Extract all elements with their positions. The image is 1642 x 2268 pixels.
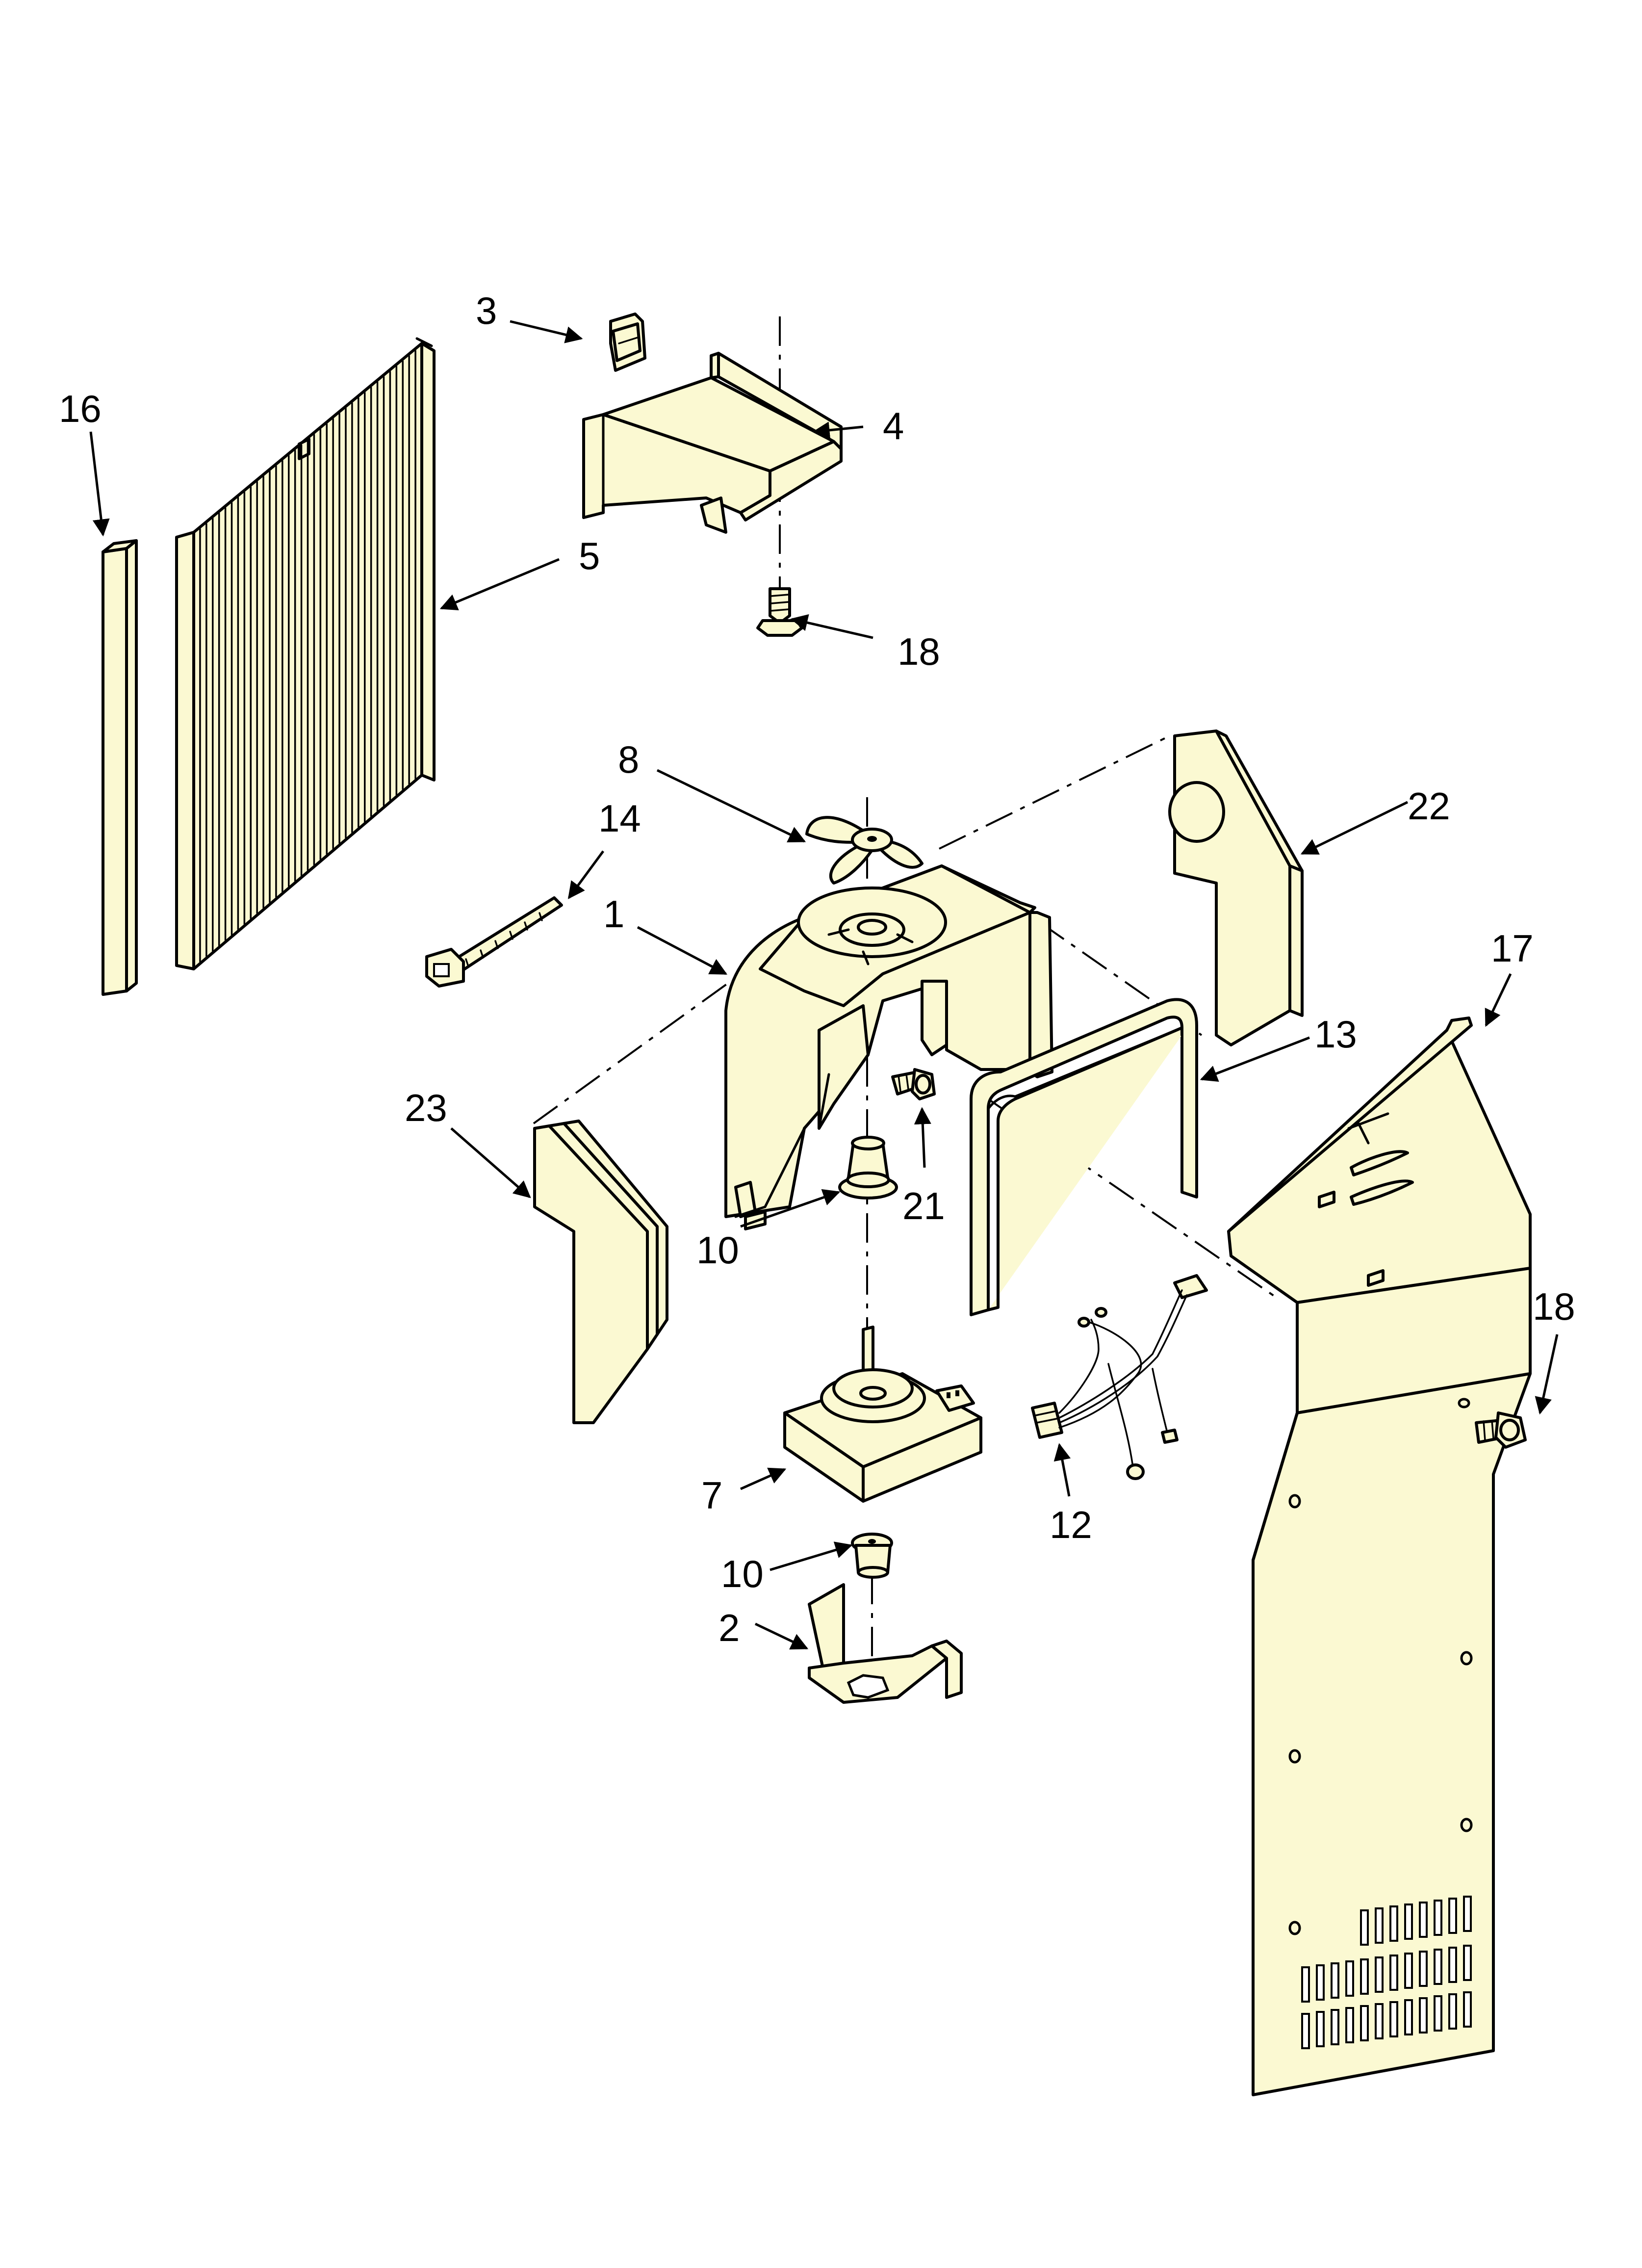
callout-5: 5: [579, 534, 600, 577]
callout-10-upper: 10: [696, 1228, 739, 1272]
callout-18-upper: 18: [898, 630, 940, 673]
part-12-wire-harness: [1031, 1274, 1208, 1480]
callout-10-lower: 10: [721, 1552, 764, 1595]
part-18-screw-right: [1475, 1411, 1527, 1449]
part-22-right-cover: [1168, 730, 1304, 1046]
part-10-nut-lower: [851, 1533, 893, 1579]
callout-22: 22: [1408, 784, 1450, 828]
callout-8: 8: [618, 738, 639, 781]
part-21-screw: [891, 1068, 936, 1100]
callout-21: 21: [902, 1184, 945, 1227]
part-8-fan-blade: [805, 816, 924, 885]
callout-12: 12: [1050, 1503, 1092, 1546]
part-16-strip: [102, 539, 138, 996]
callout-4: 4: [883, 404, 904, 447]
callout-17: 17: [1491, 927, 1534, 970]
rear-duct-vents: [1301, 1896, 1472, 2049]
panel-fins: [199, 349, 416, 963]
part-10-nut-upper: [838, 1136, 898, 1199]
part-23-left-cover: [533, 1120, 668, 1424]
part-2-bracket: [808, 1583, 963, 1704]
callout-7: 7: [701, 1474, 722, 1517]
callout-13: 13: [1314, 1013, 1357, 1056]
part-17-rear-duct: [1227, 1017, 1532, 2096]
callout-2: 2: [718, 1606, 740, 1649]
callout-3: 3: [476, 289, 497, 332]
part-7-fan-motor: [783, 1326, 982, 1503]
callout-16: 16: [59, 387, 102, 430]
part-4-bracket: [582, 352, 843, 534]
callout-14: 14: [598, 797, 641, 840]
callout-1: 1: [603, 892, 624, 936]
part-18-screw-upper: [756, 587, 803, 637]
part-13-u-seal: [970, 998, 1198, 1316]
part-1-fan-housing: [724, 864, 1053, 1230]
part-3-clip: [609, 313, 646, 372]
callout-18-right: 18: [1533, 1285, 1575, 1328]
callout-labels: 3 4 16 5 18 8 14 1 22 13 17 23 21 10 18 …: [59, 289, 1575, 1649]
callout-23: 23: [405, 1086, 447, 1129]
part-14-cable-tie: [425, 896, 563, 988]
part-5-panel: [175, 337, 436, 970]
leader-arrows: [89, 320, 1559, 1650]
